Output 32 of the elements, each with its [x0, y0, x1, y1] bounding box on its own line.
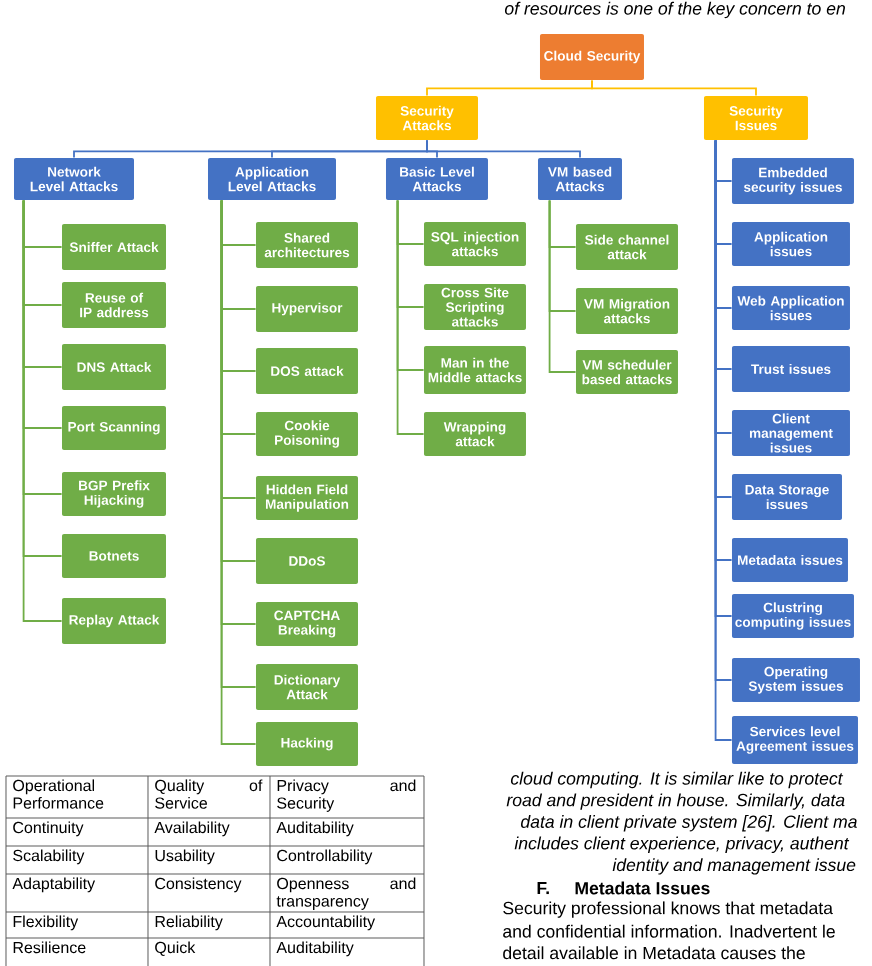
table-cell: Openness and transparency	[276, 877, 416, 910]
table-cell: Flexibility	[13, 915, 79, 931]
body-text: data in client private system [26]. Client ma	[521, 815, 857, 832]
table-cell: Auditability	[276, 941, 354, 957]
table-cell: Quick	[155, 941, 196, 956]
body-text: includes client experience, privacy, authent	[514, 836, 850, 853]
table-cell: Usability	[155, 849, 215, 865]
connector-line	[396, 199, 425, 435]
table-cell: Accountability	[276, 915, 376, 931]
connector-line	[426, 139, 581, 159]
table-cell: Privacy and Security	[277, 779, 416, 812]
body-text: identity and management issue	[612, 858, 856, 875]
table-cell: Continuity	[13, 821, 84, 837]
section-heading: F.	[537, 881, 549, 895]
table-cell: Auditability	[276, 821, 354, 837]
section-heading: Metadata Issues	[575, 881, 710, 895]
body-text: detail available in Metadata causes the	[503, 946, 805, 960]
table-cell: Scalability	[13, 849, 85, 865]
table-cell: Reliability	[155, 915, 223, 931]
body-text: and confidential information. Inadvertent le	[503, 924, 835, 938]
table-cell: Operational Performance	[13, 779, 104, 809]
connector-line	[548, 199, 577, 373]
connector-line	[22, 199, 63, 622]
body-text: Security professional knows that metadata	[503, 901, 833, 918]
body-text: road and president in house. Similarly, data	[506, 793, 845, 810]
table-cell: Adaptability	[12, 877, 96, 893]
table-cell: Availability	[154, 821, 230, 837]
connector-line	[591, 79, 757, 97]
table-cell: Resilience	[13, 941, 86, 954]
table-cell: Controllability	[277, 849, 373, 865]
table-cell: Quality of Service	[155, 779, 263, 809]
table-cell: Consistency	[155, 877, 242, 893]
